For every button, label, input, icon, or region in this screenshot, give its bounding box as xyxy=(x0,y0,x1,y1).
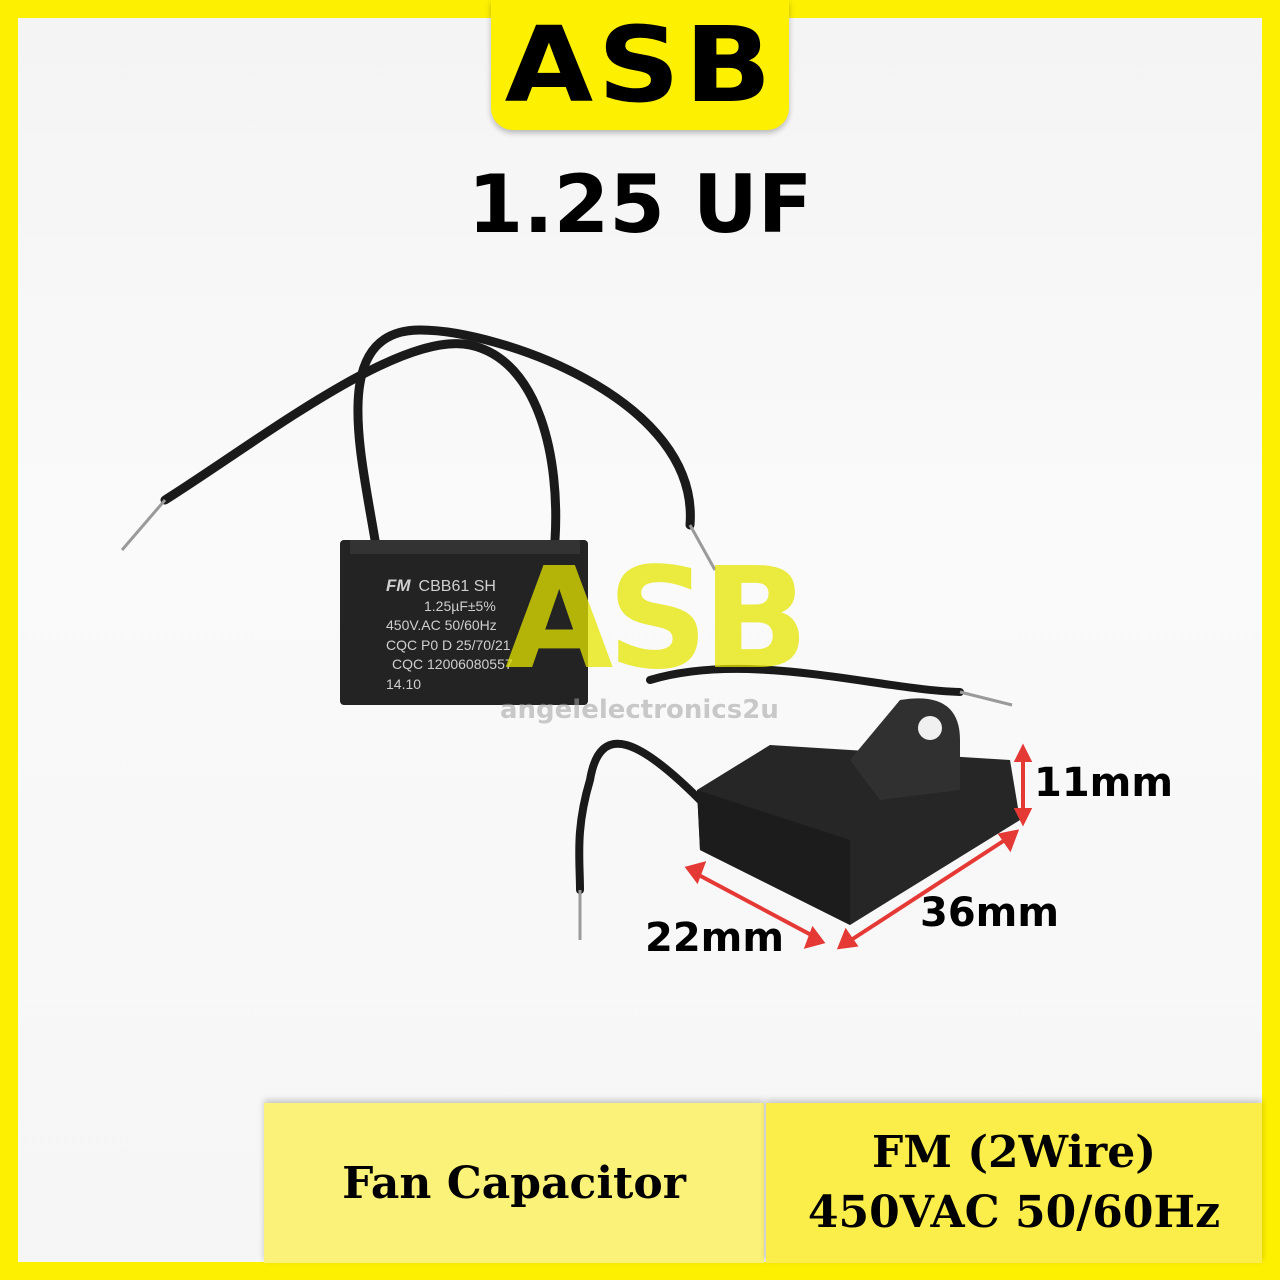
spec-line-1: FM (2Wire) xyxy=(871,1127,1157,1178)
dimension-width: 22mm xyxy=(645,915,785,961)
dimension-length: 36mm xyxy=(920,890,1060,936)
spec-panel: FM (2Wire) 450VAC 50/60Hz xyxy=(766,1103,1262,1263)
product-title: 1.25 UF xyxy=(467,158,813,251)
capacitor-body-front xyxy=(340,540,588,705)
product-type-panel: Fan Capacitor xyxy=(264,1103,764,1263)
product-type: Fan Capacitor xyxy=(342,1157,686,1209)
dimension-height: 11mm xyxy=(1034,760,1174,806)
watermark-logo: ASB xyxy=(505,538,809,701)
capacitor-logo: FM xyxy=(386,576,411,595)
mounting-hole xyxy=(918,716,942,740)
dimension-arrows xyxy=(684,743,1033,950)
spec-line-2: 450VAC 50/60Hz xyxy=(807,1187,1221,1238)
brand-logo: ASB xyxy=(504,4,776,126)
brand-logo-tab: ASB xyxy=(491,0,789,130)
wire xyxy=(353,325,695,545)
wire xyxy=(160,339,561,545)
background xyxy=(18,18,1262,1262)
watermark-site: angelelectronics2u xyxy=(500,695,779,725)
